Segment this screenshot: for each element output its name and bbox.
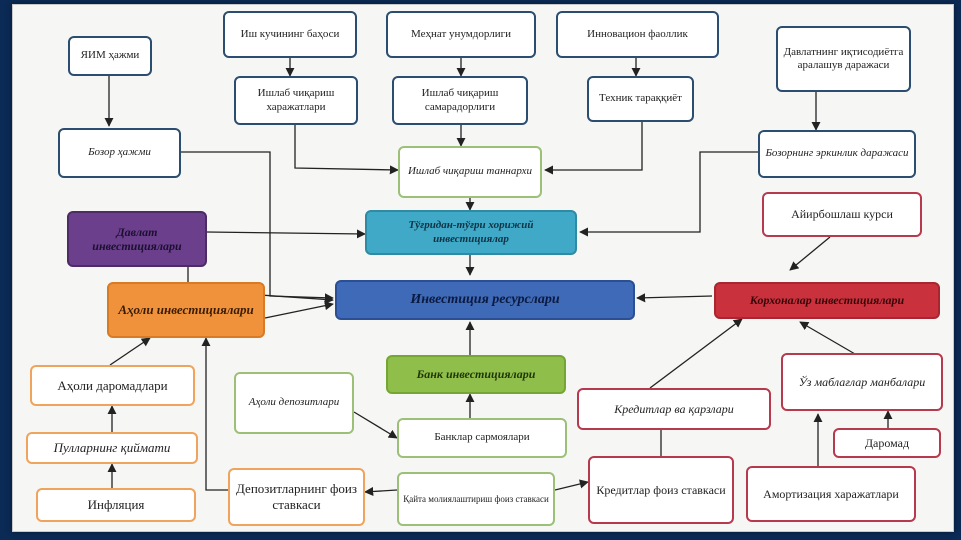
node-qayta-moliyalash: Қайта молиялаштириш фоиз ставкаси: [397, 472, 555, 526]
node-korxonalar-investitsiyalari: Корхоналар инвестициялари: [714, 282, 940, 319]
node-pullar-qiymati: Пулларнинг қиймати: [26, 432, 198, 464]
node-togridan-xorijiy: Тўғридан-тўғри хорижий инвестициялар: [365, 210, 577, 255]
node-ishlab-samaradorligi: Ишлаб чиқариш самарадорлиги: [392, 76, 528, 125]
node-inflyatsiya: Инфляция: [36, 488, 196, 522]
node-ishlab-xarajatlari: Ишлаб чиқариш харажатлари: [234, 76, 358, 125]
node-banklar-sarmoyalari: Банклар сармоялари: [397, 418, 567, 458]
node-depozit-foiz-stavkasi: Депозитларнинг фоиз ставкаси: [228, 468, 365, 526]
node-uz-mablaglar: Ўз маблағлар манбалари: [781, 353, 943, 411]
node-ayirboshlash-kursi: Айирбошлаш курси: [762, 192, 922, 237]
node-yaim-hajmi: ЯИМ ҳажми: [68, 36, 152, 76]
node-ish-kuchi-bahosi: Иш кучининг баҳоси: [223, 11, 357, 58]
node-bank-investitsiyalari: Банк инвестициялари: [386, 355, 566, 394]
node-texnik-taraqqiyot: Техник тараққиёт: [587, 76, 694, 122]
node-davlat-investitsiyalari: Давлат инвестициялари: [67, 211, 207, 267]
node-kreditlar-qarzlari: Кредитлар ва қарзлари: [577, 388, 771, 430]
node-kredit-foiz-stavkasi: Кредитлар фоиз ставкаси: [588, 456, 734, 524]
node-aholi-daromadlari: Аҳоли даромадлари: [30, 365, 195, 406]
node-bozor-hajmi: Бозор ҳажми: [58, 128, 181, 178]
node-bozor-erkinlik: Бозорнинг эркинлик даражаси: [758, 130, 916, 178]
node-daromad: Даромад: [833, 428, 941, 458]
node-davlat-aralashuv: Давлатнинг иқтисодиётга аралашув даражас…: [776, 26, 911, 92]
node-innovatsion-faollik: Инновацион фаоллик: [556, 11, 719, 58]
node-mehnat-unumdorligi: Меҳнат унумдорлиги: [386, 11, 536, 58]
node-aholi-depozitlari: Аҳоли депозитлари: [234, 372, 354, 434]
node-aholi-investitsiyalari: Аҳоли инвестициялари: [107, 282, 265, 338]
node-amortizatsiya: Амортизация харажатлари: [746, 466, 916, 522]
node-tannarx: Ишлаб чиқариш таннархи: [398, 146, 542, 198]
node-investitsiya-resurslari: Инвестиция ресурслари: [335, 280, 635, 320]
